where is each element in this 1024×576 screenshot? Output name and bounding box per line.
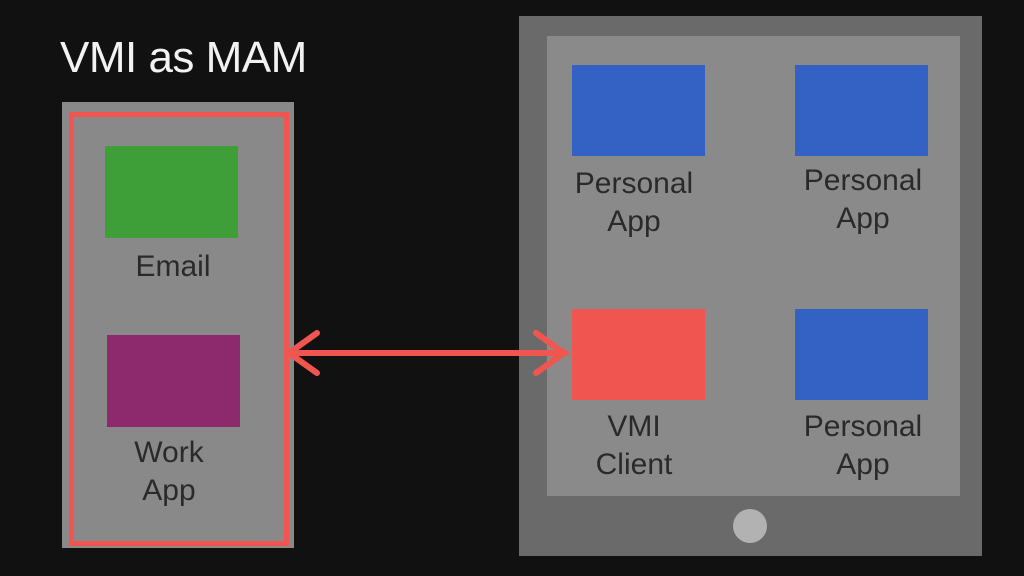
personal-app-label-2: Personal App <box>803 164 923 235</box>
personal-app-tile-2[interactable] <box>795 65 928 156</box>
personal-app-label-3: Personal App <box>803 410 923 481</box>
work-app-tile[interactable] <box>107 335 240 427</box>
vmi-client-tile[interactable] <box>572 309 705 400</box>
page-title: VMI as MAM <box>60 33 307 82</box>
email-app-tile[interactable] <box>105 146 238 238</box>
vmi-client-label: VMI Client <box>595 410 673 481</box>
personal-app-label-1: Personal App <box>574 167 694 238</box>
tablet-home-button[interactable] <box>733 509 767 543</box>
work-app-label: Work App <box>134 436 204 507</box>
personal-app-tile-1[interactable] <box>572 65 705 156</box>
managed-apps-highlight-frame <box>69 112 289 546</box>
email-app-label: Email <box>135 250 211 283</box>
personal-app-tile-3[interactable] <box>795 309 928 400</box>
